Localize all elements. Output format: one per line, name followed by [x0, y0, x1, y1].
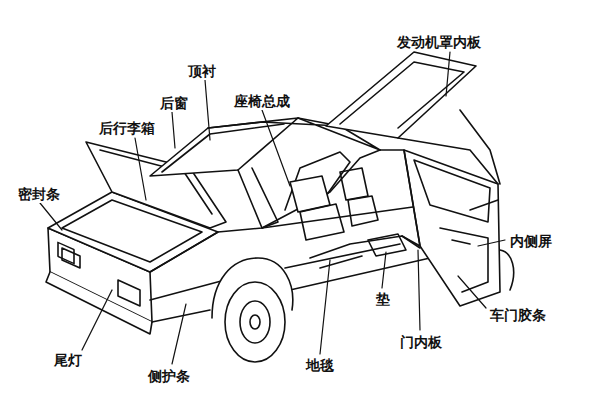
- part-label: 垫: [374, 290, 392, 308]
- part-label: 发动机罩内板: [395, 33, 483, 51]
- part-label: 后行李箱: [97, 119, 157, 137]
- part-label: 侧护条: [146, 367, 192, 385]
- part-label: 顶衬: [186, 62, 218, 80]
- part-label: 地毯: [304, 356, 336, 374]
- part-label: 尾灯: [52, 351, 84, 369]
- part-label: 车门胶条: [488, 306, 548, 324]
- part-label: 内侧屏: [508, 232, 554, 250]
- part-label: 密封条: [16, 185, 62, 203]
- part-label: 后窗: [158, 94, 190, 112]
- part-label: 座椅总成: [232, 92, 292, 110]
- part-label: 门内板: [398, 333, 444, 351]
